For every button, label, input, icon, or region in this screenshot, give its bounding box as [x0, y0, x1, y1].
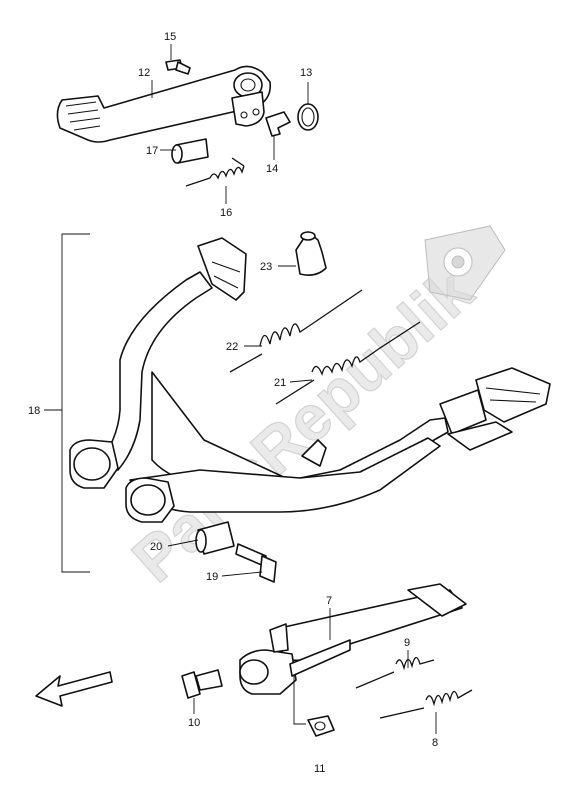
bolt-19 [235, 543, 277, 583]
spring-22 [229, 289, 363, 373]
callout-21: 21 [274, 377, 286, 389]
spring-9 [355, 656, 435, 689]
bushing-17 [171, 138, 209, 164]
callout-23: 23 [260, 261, 272, 273]
leader-lines [44, 44, 437, 734]
side-stand [239, 583, 467, 695]
collar-20 [195, 521, 235, 555]
spring-8 [379, 689, 473, 719]
callout-14: 14 [266, 163, 278, 175]
callout-16: 16 [220, 207, 232, 219]
callout-11: 11 [314, 763, 325, 775]
callout-20: 20 [150, 541, 162, 553]
spring-21 [275, 321, 421, 405]
callout-10: 10 [188, 717, 200, 729]
callout-19: 19 [206, 571, 218, 583]
main-stand [69, 237, 551, 523]
callout-7: 7 [326, 595, 332, 607]
clip-14 [265, 111, 291, 137]
spring-16 [185, 157, 245, 187]
callout-22: 22 [226, 341, 238, 353]
bolt-15 [165, 59, 191, 75]
arrow-front-icon [35, 671, 113, 707]
callouts: 15 12 13 14 17 16 23 22 21 18 20 19 7 9 … [28, 31, 438, 775]
callout-12: 12 [138, 67, 150, 79]
bracket-18 [61, 233, 90, 573]
rubber-stopper-23 [295, 231, 327, 276]
callout-17: 17 [146, 145, 158, 157]
gear-icon [424, 225, 506, 301]
callout-18: 18 [28, 405, 40, 417]
brake-pedal [56, 65, 272, 143]
callout-13: 13 [300, 67, 312, 79]
callout-15: 15 [164, 31, 176, 43]
washer-13 [297, 103, 319, 131]
bolt-10 [181, 669, 223, 699]
callout-9: 9 [404, 637, 410, 649]
callout-8: 8 [432, 737, 438, 749]
nut-11 [307, 715, 335, 737]
